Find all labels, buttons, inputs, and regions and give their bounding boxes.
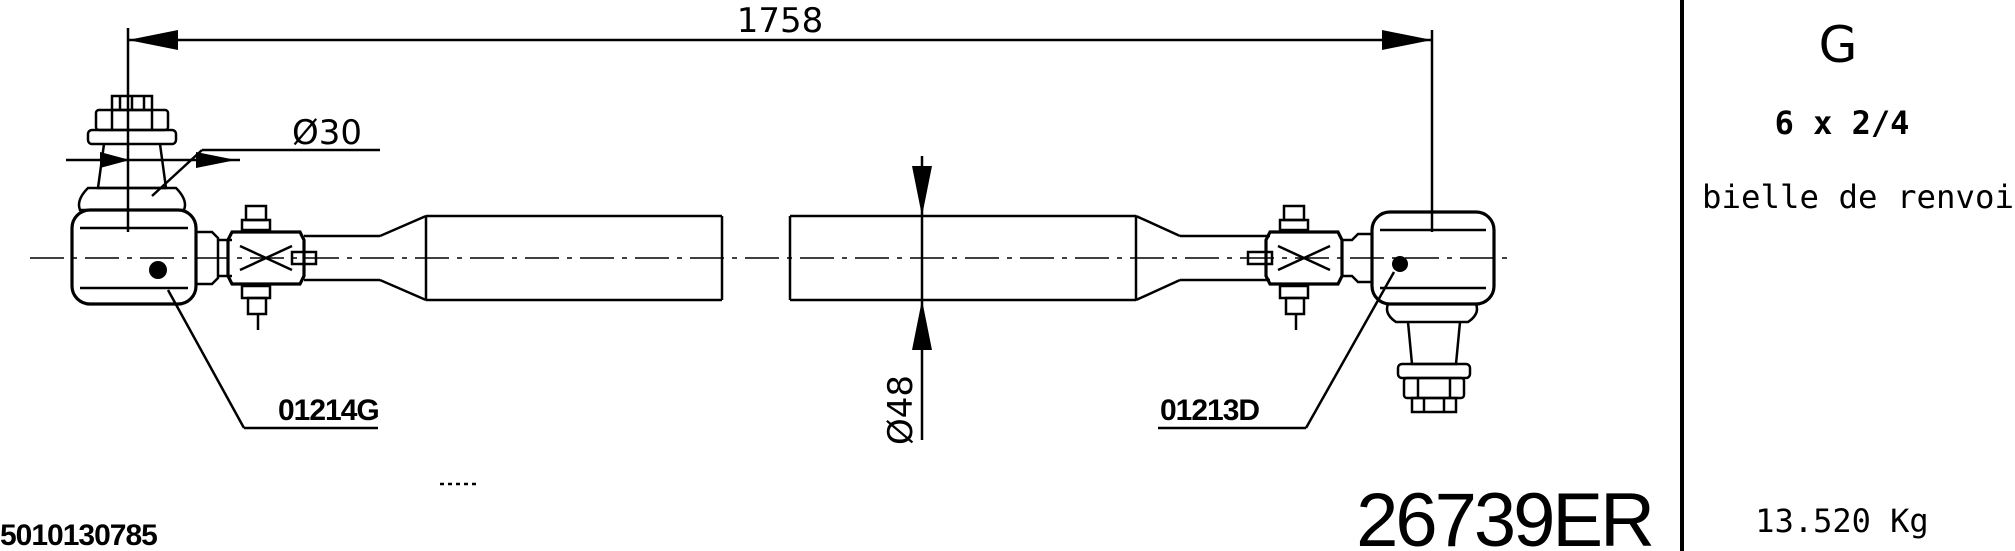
right-clamp: [1246, 204, 1344, 330]
info-panel: G 6 x 2/4 bielle de renvoi 13.520 Kg: [1702, 16, 2014, 540]
panel-description: bielle de renvoi: [1702, 178, 2014, 216]
overall-length-dimension: 1758: [126, 1, 1434, 232]
panel-side: G: [1819, 16, 1858, 74]
panel-configuration: 6 x 2/4: [1775, 104, 1910, 142]
tube-diameter-value: Ø48: [881, 375, 921, 445]
ball-pin-diameter-value: Ø30: [292, 113, 362, 153]
right-reference-callout: 01213D: [1158, 271, 1396, 430]
left-tube: [304, 214, 724, 302]
tube-diameter-dimension: Ø48: [881, 156, 932, 445]
overall-length-value: 1758: [737, 1, 824, 41]
catalog-number: 5010130785: [0, 519, 157, 551]
ball-pin-diameter-callout: Ø30: [66, 113, 380, 197]
left-clamp: [226, 204, 318, 330]
panel-weight: 13.520 Kg: [1755, 502, 1928, 540]
right-end-reference: 01213D: [1160, 394, 1259, 427]
part-number: 26739ER: [1356, 478, 1652, 551]
left-reference-callout: 01214G: [166, 289, 380, 430]
right-ball-joint: [1342, 210, 1496, 414]
left-end-reference: 01214G: [278, 394, 379, 427]
left-ball-joint: [70, 94, 232, 306]
right-tube: [788, 214, 1270, 302]
